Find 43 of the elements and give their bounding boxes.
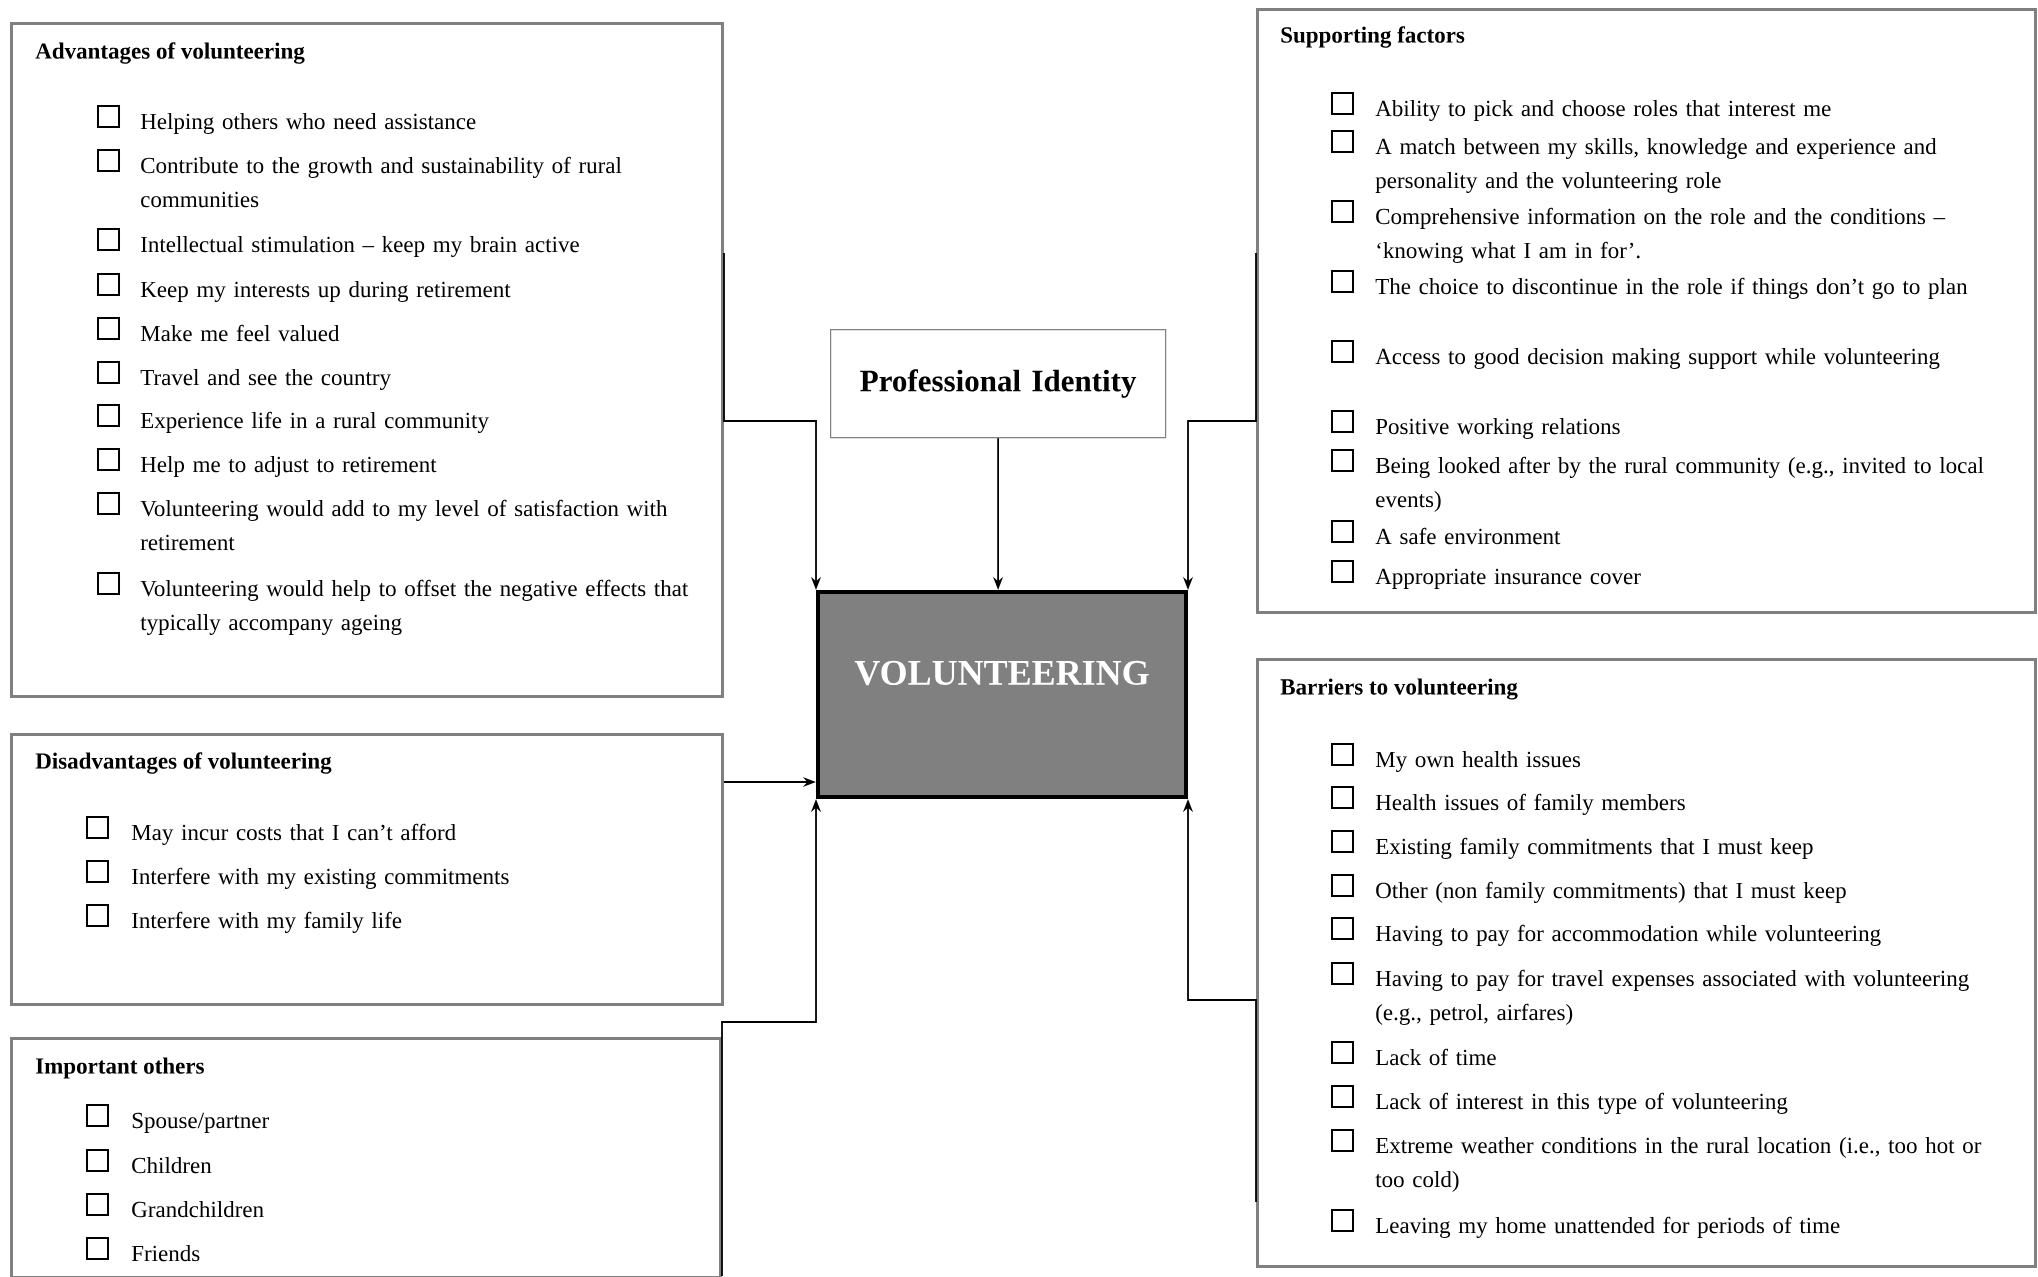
- checklist-item: Other (non family commitments) that I must keep: [1376, 881, 1846, 903]
- checklist-item: Helping others who need assistance: [140, 113, 476, 134]
- checklist-item: Children: [132, 1157, 212, 1174]
- checklist-item: Comprehensive information on the role and the conditions –‘knowing what I am in for’.: [1376, 207, 1946, 263]
- checklist-item: Ability to pick and choose roles that interest me: [1375, 100, 1831, 121]
- checklist-item: Leaving my home unattended for periods of time: [1375, 1216, 1840, 1238]
- panel-heading: Supporting factors: [1281, 26, 1465, 48]
- label-box: Professional Identity: [830, 329, 1167, 439]
- checklist-item: Travel and see the country: [140, 369, 391, 390]
- panel-heading: Important others: [36, 1057, 204, 1079]
- checklist-item: Lack of interest in this type of volunteering: [1375, 1092, 1788, 1114]
- checklist-item: Extreme weather conditions in the rural location (i.e., too hot or too cold): [1375, 1137, 1982, 1192]
- checklist-item: The choice to discontinue in the role if things don’t go to plan: [1375, 277, 1968, 299]
- checklist-item: Grandchildren: [132, 1201, 264, 1218]
- panel-heading: Barriers to volunteering: [1280, 678, 1518, 700]
- checklist-item: Appropriate insurance cover: [1375, 568, 1641, 589]
- checklist-item: Lack of time: [1375, 1048, 1496, 1066]
- checklist-item: Experience life in a rural community: [140, 411, 489, 433]
- checklist-item: A safe environment: [1375, 527, 1561, 545]
- checklist-item: Existing family commitments that I must keep: [1375, 837, 1813, 859]
- checklist-item: Health issues of family members: [1375, 793, 1685, 815]
- checklist-item: A match between my skills, knowledge and experience and personality and the volunteering role: [1375, 138, 1937, 193]
- panel-heading: Advantages of volunteering: [35, 42, 305, 64]
- checklist-item: Interfere with my family life: [132, 911, 402, 933]
- center-box: VOLUNTEERING: [816, 590, 1188, 799]
- checklist-item: Access to good decision making support while volunteering: [1375, 348, 1940, 369]
- checklist-item: Keep my interests up during retirement: [140, 281, 511, 302]
- checklist-item: Positive working relations: [1375, 418, 1620, 439]
- checklist-item: Help me to adjust to retirement: [140, 456, 437, 477]
- checklist-item: Intellectual stimulation – keep my brain active: [141, 236, 579, 257]
- checklist-item: Friends: [131, 1245, 200, 1262]
- checklist-item: Being looked after by the rural community (e.g., invited to local events): [1375, 456, 1984, 512]
- checklist-item: My own health issues: [1375, 751, 1581, 772]
- checklist-item: Volunteering would help to offset the negative effects that typically accompany ageing: [140, 579, 689, 635]
- checklist-item: Contribute to the growth and sustainability of rural communities: [141, 156, 622, 208]
- checklist-item: Spouse/partner: [132, 1112, 269, 1133]
- checklist-item: Interfere with my existing commitments: [132, 867, 509, 889]
- checklist-item: Make me feel valued: [140, 324, 340, 342]
- checklist-item: Volunteering would add to my level of satisfaction with retirement: [140, 499, 668, 551]
- panel-heading: Disadvantages of volunteering: [35, 752, 332, 774]
- checklist-item: Having to pay for accommodation while volunteering: [1375, 924, 1881, 946]
- checklist-item: Having to pay for travel expenses associated with volunteering (e.g., petrol, airfares): [1375, 969, 1969, 1025]
- checklist-item: May incur costs that I can’t afford: [131, 823, 456, 845]
